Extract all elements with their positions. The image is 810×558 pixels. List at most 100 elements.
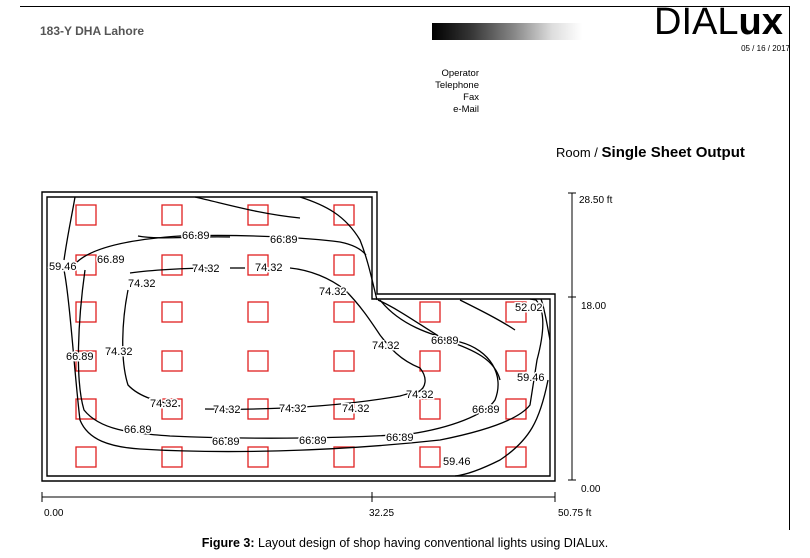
isolux-label: 74.32	[255, 262, 283, 274]
luminaire	[161, 350, 183, 372]
luminaire	[419, 301, 441, 323]
isolux-label: 66.89	[472, 404, 500, 416]
luminaire	[247, 204, 269, 226]
luminaire	[161, 446, 183, 468]
isolux-label: 74.32	[342, 403, 370, 415]
isolux-label: 66.89	[66, 351, 94, 363]
luminaire	[75, 446, 97, 468]
contact-block: Operator Telephone Fax e-Mail	[400, 68, 479, 116]
y-tick-top: 28.50 ft	[579, 195, 613, 206]
contact-fax: Fax	[463, 92, 479, 103]
outer-wall	[41, 191, 556, 482]
luminaire	[505, 301, 527, 323]
isolux-label: 66.89	[124, 424, 152, 436]
contour-line	[63, 269, 544, 453]
isolux-contours	[63, 196, 551, 477]
isolux-label: 66.89	[182, 230, 210, 242]
report-date: 05 / 16 / 2017	[741, 44, 790, 53]
logo-bold-text: ux	[738, 1, 783, 43]
header-top-rule	[20, 6, 790, 7]
luminaire	[333, 350, 355, 372]
header-gradient-bar	[432, 23, 582, 40]
project-name: 183-Y DHA Lahore	[40, 24, 145, 38]
luminaire	[161, 204, 183, 226]
contour-line	[63, 196, 76, 261]
contour-line	[122, 289, 181, 407]
contour-line	[289, 267, 426, 393]
y-tick-mid: 18.00	[581, 301, 606, 312]
luminaire	[247, 301, 269, 323]
x-tick-mid: 32.25	[369, 508, 394, 519]
isolux-labels: 66.89 66.89 59.46 66.89 74.32 74.32 74.3…	[48, 229, 547, 470]
luminaire	[161, 398, 183, 420]
page-heading-title: Single Sheet Output	[601, 144, 745, 161]
inner-wall	[46, 196, 551, 477]
caption-label: Figure 3:	[201, 536, 255, 550]
contour-line	[194, 196, 301, 219]
isolux-label: 66.89	[97, 254, 125, 266]
luminaire	[333, 254, 355, 276]
contour-line	[204, 391, 419, 410]
header-right-rule	[789, 6, 790, 530]
isolux-label: 74.32	[279, 403, 307, 415]
luminaire	[75, 398, 97, 420]
x-tick-end: 50.75 ft	[558, 508, 592, 519]
isolux-label: 59.46	[443, 456, 471, 468]
isolux-label: 66.89	[270, 234, 298, 246]
luminaire	[419, 446, 441, 468]
isolux-label: 74.32	[192, 263, 220, 275]
figure-caption: Figure 3: Layout design of shop having c…	[0, 536, 810, 550]
isolux-label: 74.32	[105, 346, 133, 358]
luminaire	[75, 350, 97, 372]
contour-line	[540, 298, 551, 341]
luminaire	[333, 204, 355, 226]
luminaire	[333, 398, 355, 420]
luminaire	[419, 350, 441, 372]
isolux-label: 66.89	[212, 436, 240, 448]
isolux-label: 52.02	[515, 302, 543, 314]
isolux-label: 59.46	[517, 372, 545, 384]
vertical-dimension-axis	[568, 192, 576, 481]
isolux-label: 74.32	[128, 278, 156, 290]
dialux-logo: DIALux	[654, 2, 783, 42]
luminaire	[247, 446, 269, 468]
contact-email: e-Mail	[453, 104, 479, 115]
isolux-label: 74.32	[319, 286, 347, 298]
caption-text: Layout design of shop having conventiona…	[254, 536, 609, 550]
isolux-label: 66.89	[431, 335, 459, 347]
contour-line	[129, 267, 211, 274]
luminaire	[75, 301, 97, 323]
horizontal-dimension-axis	[41, 492, 556, 502]
contour-line	[77, 269, 499, 439]
luminaire	[505, 350, 527, 372]
luminaire	[75, 204, 97, 226]
isolux-label: 66.89	[386, 432, 414, 444]
contour-line	[454, 379, 549, 477]
contact-operator: Operator	[441, 68, 480, 79]
isolux-label: 66.89	[299, 435, 327, 447]
luminaire	[419, 398, 441, 420]
room-walls	[41, 191, 556, 482]
isolux-label: 74.32	[150, 398, 178, 410]
contact-telephone: Telephone	[435, 80, 479, 91]
luminaire	[333, 301, 355, 323]
contour-line	[459, 299, 516, 331]
logo-light-text: DIAL	[654, 1, 739, 43]
luminaire	[75, 254, 97, 276]
contour-line	[299, 196, 378, 301]
contour-line	[377, 299, 501, 381]
luminaire	[161, 254, 183, 276]
isolux-label: 74.32	[406, 389, 434, 401]
page-heading-prefix: Room /	[556, 145, 602, 160]
luminaire	[247, 350, 269, 372]
isolux-label: 74.32	[213, 404, 241, 416]
luminaire	[247, 254, 269, 276]
page-heading: Room / Single Sheet Output	[556, 144, 745, 161]
isolux-label: 74.32	[372, 340, 400, 352]
isolux-label: 59.46	[49, 261, 77, 273]
x-tick-start: 0.00	[44, 508, 64, 519]
luminaire	[161, 301, 183, 323]
contour-line	[137, 235, 231, 239]
luminaire	[333, 446, 355, 468]
